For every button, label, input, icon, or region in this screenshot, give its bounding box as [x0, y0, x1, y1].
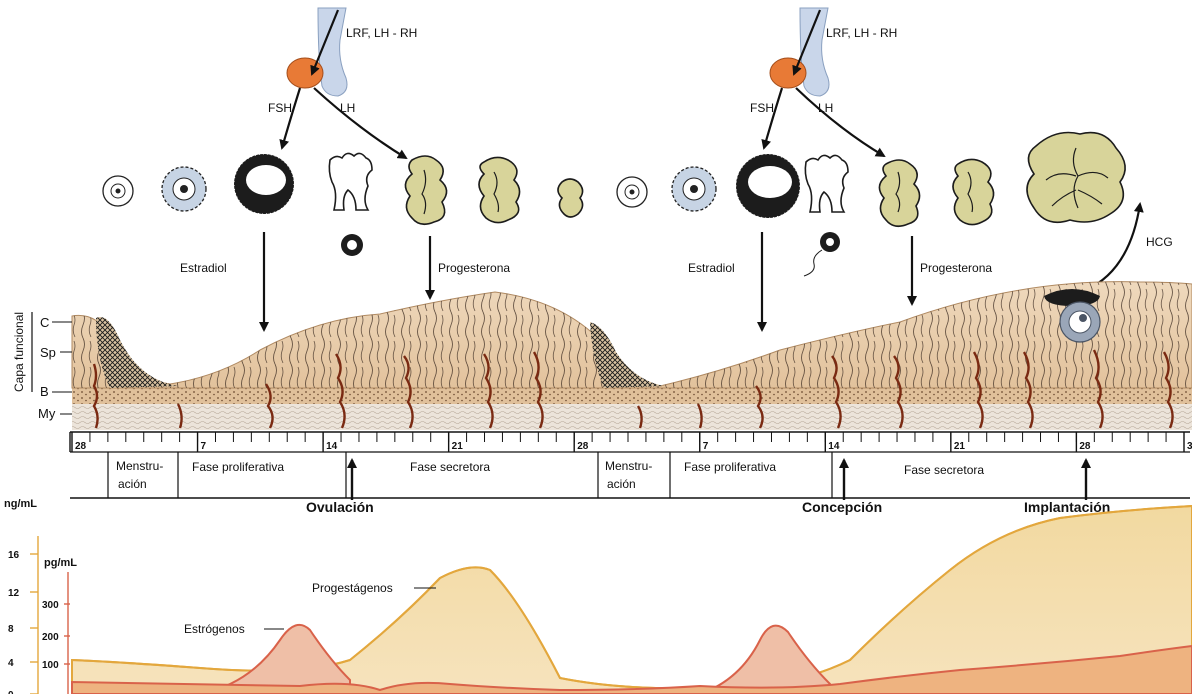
day-label: 21 [452, 441, 464, 452]
releasing-hormone-label: LRF, LH - RH [346, 26, 417, 40]
ovulation-label: Ovulación [306, 499, 374, 515]
corpus-luteum-icon [953, 159, 994, 224]
menstruation-phase-label: Menstru- [116, 459, 163, 473]
compact-layer-label: C [40, 315, 49, 330]
day-label: 14 [828, 441, 840, 452]
inner-axis-ticks: 300 200 100 [42, 600, 70, 671]
layer-labels: Capa funcional C Sp B My [12, 312, 72, 421]
hormone-levels-chart: ng/mL pg/mL 16 12 8 4 0 300 200 100 Estrógenos… [4, 498, 1192, 694]
estradiol-label: Estradiol [688, 261, 735, 275]
menstrual-shedding-1 [96, 317, 178, 388]
antral-follicle-icon [736, 154, 800, 218]
estrogen-peak-2 [700, 626, 830, 694]
functional-layer-title: Capa funcional [12, 312, 26, 392]
day-label: 21 [954, 441, 966, 452]
hcg-label: HCG [1146, 235, 1173, 249]
releasing-hormone-label: LRF, LH - RH [826, 26, 897, 40]
inner-tick-label: 100 [42, 660, 59, 671]
day-scale: 28 7 14 21 28 7 14 21 28 34 [70, 432, 1192, 452]
ovarian-cycle-2 [617, 133, 1125, 277]
antral-follicle-icon [234, 154, 294, 214]
inner-unit-label: pg/mL [44, 557, 77, 569]
corpus-albicans-icon [558, 179, 583, 217]
proliferative-phase-label: Fase proliferativa [684, 460, 776, 474]
conception-label: Concepción [802, 499, 882, 515]
primordial-follicle-icon [103, 176, 133, 206]
progesterone-series-label: Progestágenos [312, 581, 393, 595]
outer-tick-label: 0 [8, 690, 14, 694]
menstruation-phase-label-cont: ación [118, 477, 147, 491]
primary-follicle-icon [672, 167, 716, 211]
day-label: 14 [326, 441, 338, 452]
pituitary-axis-cycle-2: LRF, LH - RH FSH LH [750, 8, 897, 156]
menstrual-shedding-2 [590, 322, 664, 388]
corpus-luteum-icon [405, 156, 446, 224]
progesterone-label: Progesterona [438, 261, 510, 275]
corpus-luteum-of-pregnancy-icon [1027, 133, 1125, 223]
day-label: 28 [577, 441, 589, 452]
day-label: 34 [1187, 441, 1192, 452]
day-label: 28 [75, 441, 87, 452]
primordial-follicle-icon [617, 177, 647, 207]
outer-tick-label: 12 [8, 588, 20, 599]
outer-tick-label: 16 [8, 550, 20, 561]
cycle-events: Ovulación Concepción Implantación [306, 499, 1110, 515]
day-label: 7 [703, 441, 709, 452]
primary-follicle-icon [162, 167, 206, 211]
outer-unit-label: ng/mL [4, 498, 37, 510]
outer-axis-ticks: 16 12 8 4 0 [8, 550, 38, 694]
pituitary-axis-cycle-1: LRF, LH - RH FSH LH [268, 8, 417, 158]
proliferative-phase-label: Fase proliferativa [192, 460, 284, 474]
basal-layer-label: B [40, 384, 49, 399]
inner-tick-label: 300 [42, 600, 59, 611]
menstruation-phase-label: Menstru- [605, 459, 652, 473]
lh-label: LH [818, 101, 833, 115]
inner-tick-label: 200 [42, 632, 59, 643]
phase-bands: Menstru- ación Fase proliferativa Fase s… [70, 452, 1190, 498]
lh-label: LH [340, 101, 355, 115]
corpus-luteum-icon [479, 157, 520, 222]
progesterone-label: Progesterona [920, 261, 992, 275]
estradiol-label: Estradiol [180, 261, 227, 275]
ruptured-follicle-icon [329, 153, 372, 256]
estrogen-series-label: Estrógenos [184, 622, 245, 636]
secretory-phase-label: Fase secretora [410, 460, 490, 474]
menstruation-phase-label-cont: ación [607, 477, 636, 491]
secretory-phase-label: Fase secretora [904, 463, 984, 477]
corpus-luteum-icon [879, 160, 919, 226]
pituitary-gland-icon [770, 58, 806, 88]
fsh-label: FSH [268, 101, 292, 115]
day-label: 7 [201, 441, 207, 452]
ruptured-follicle-icon [804, 155, 848, 276]
fsh-label: FSH [750, 101, 774, 115]
outer-tick-label: 8 [8, 624, 14, 635]
spongy-layer-label: Sp [40, 345, 56, 360]
day-label: 28 [1079, 441, 1091, 452]
myometrium-label: My [38, 406, 56, 421]
outer-tick-label: 4 [8, 658, 14, 669]
sperm-icon [804, 250, 822, 276]
ovarian-cycle-1 [103, 153, 583, 256]
